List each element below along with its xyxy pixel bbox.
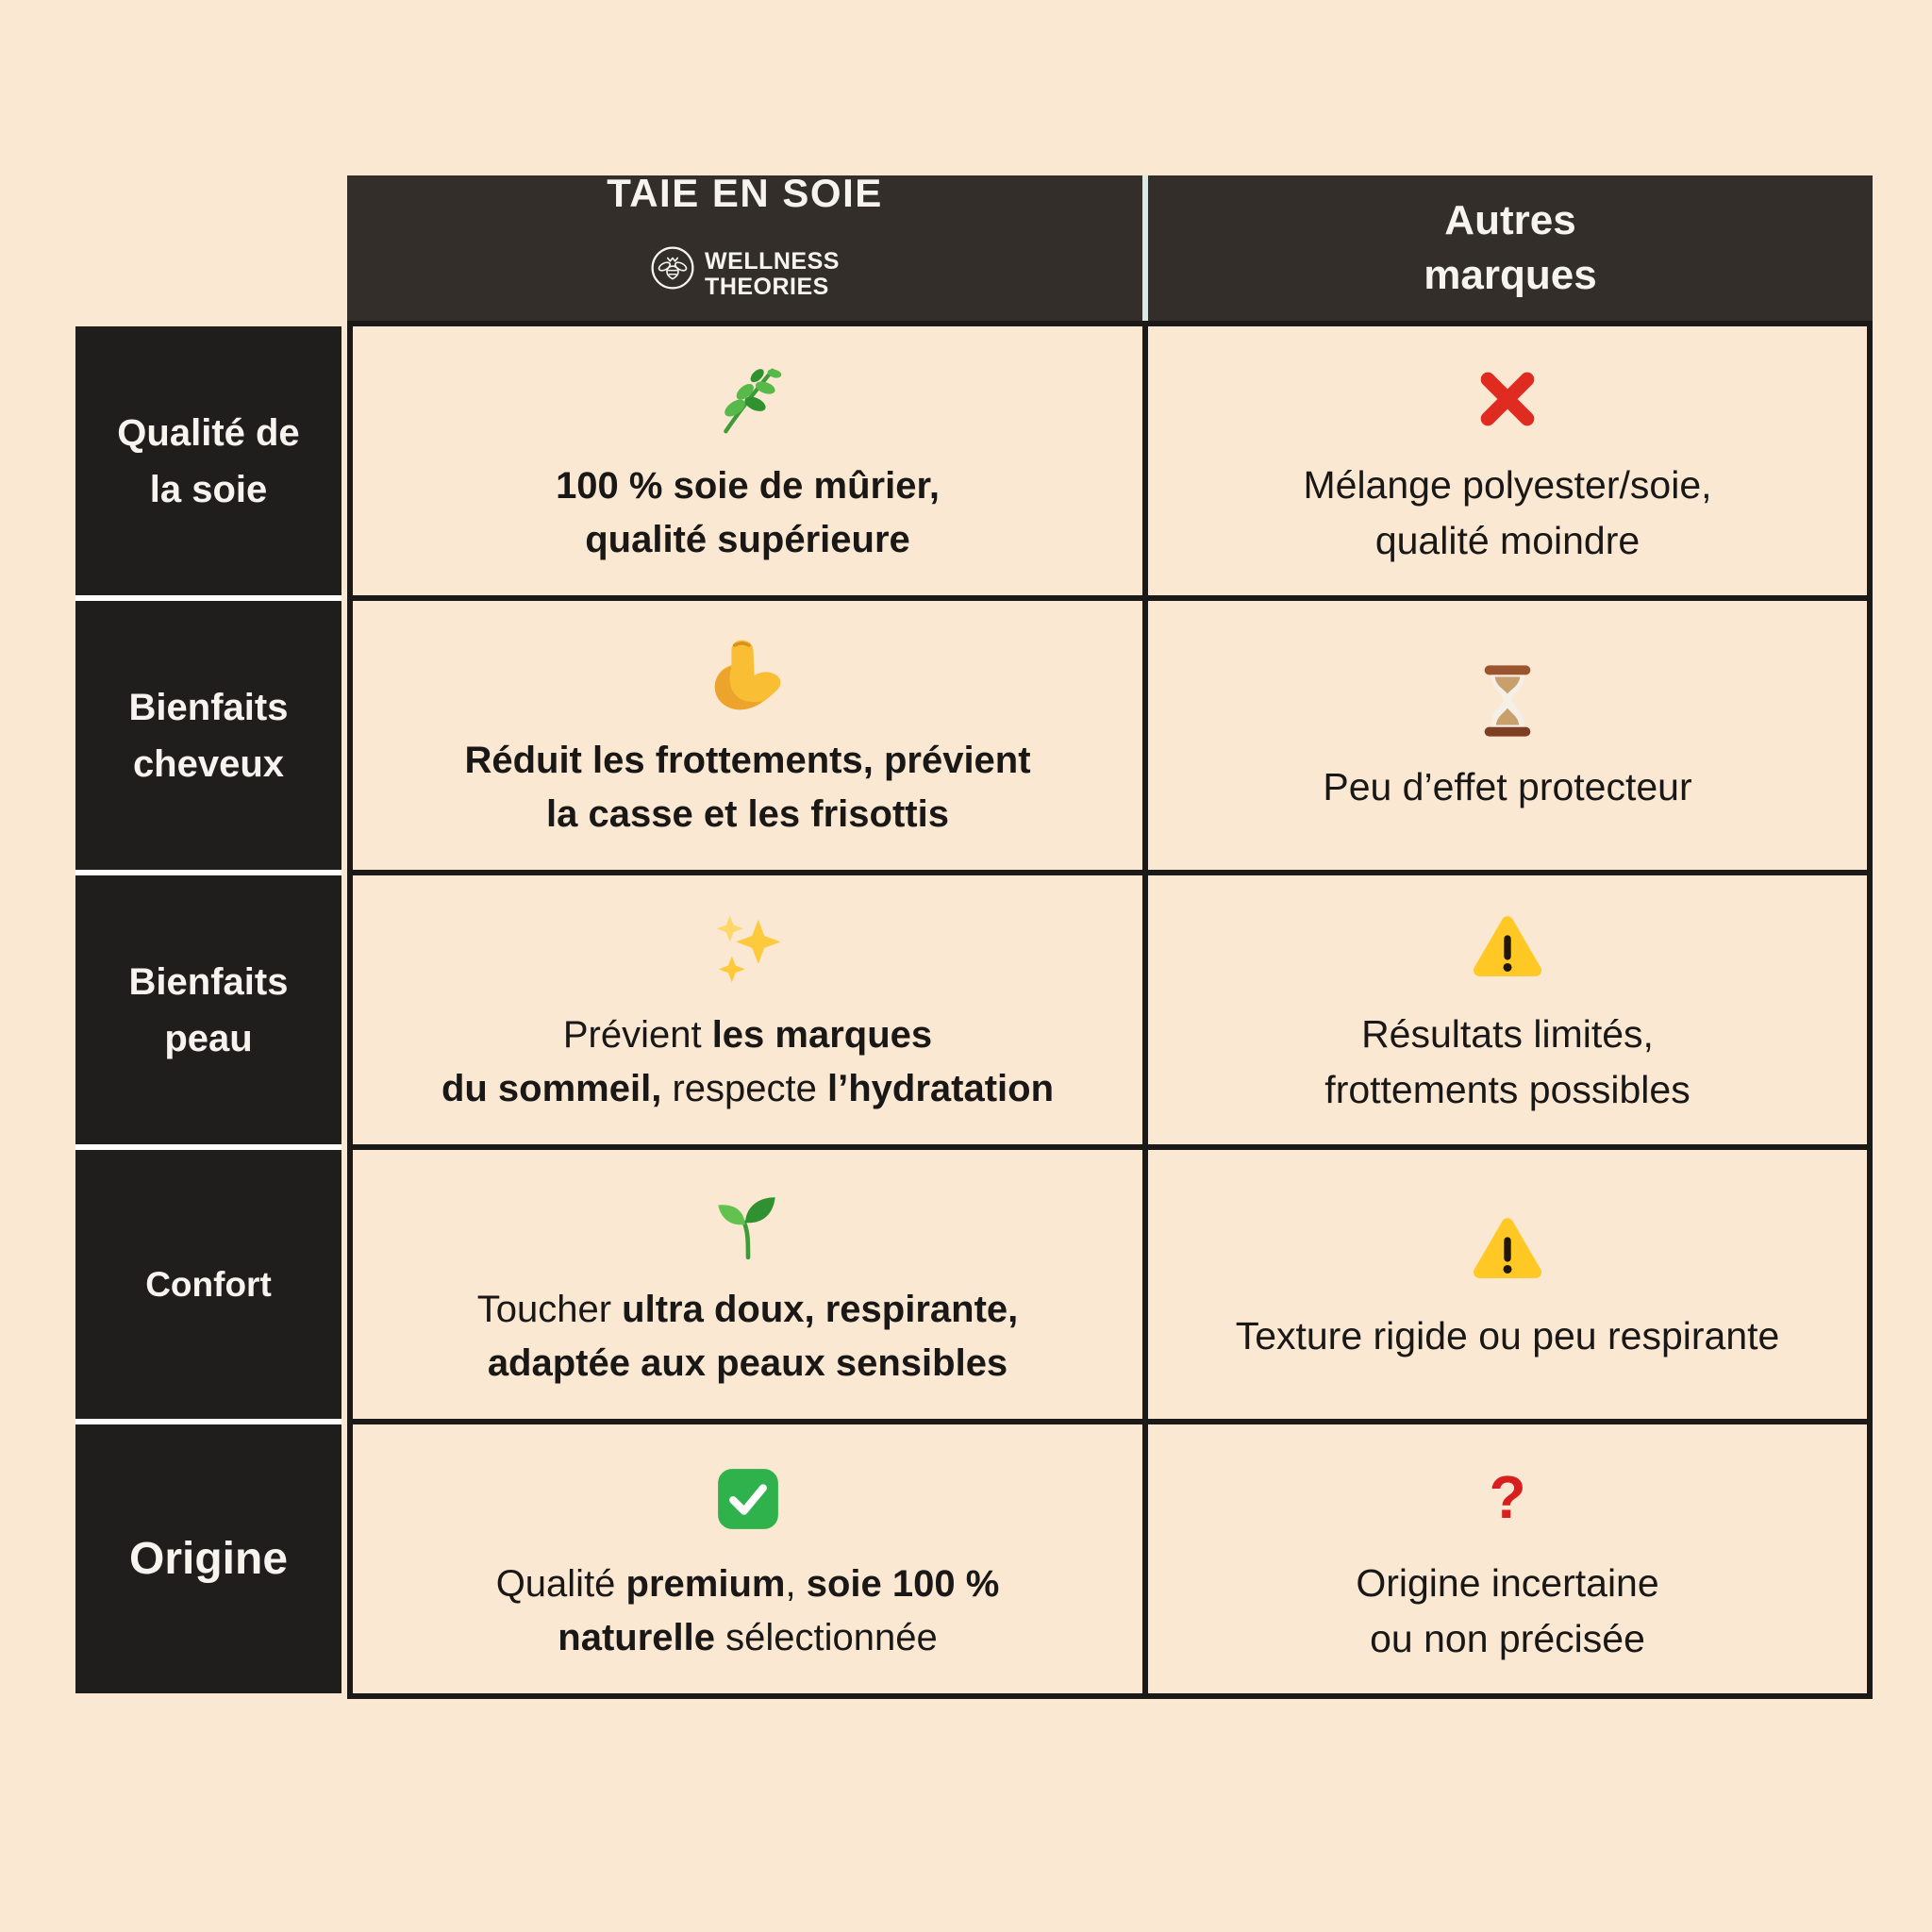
others-cell-row-5: ? Origine incertaine ou non précisée bbox=[1148, 1424, 1867, 1693]
text-segment: Mélange polyester/soie, qualité moindre bbox=[1303, 463, 1712, 562]
text-segment: , bbox=[785, 1562, 807, 1605]
others-cell-text: Texture rigide ou peu respirante bbox=[1236, 1308, 1780, 1363]
text-segment: 100 % soie de mûrier, qualité supérieure bbox=[556, 464, 940, 560]
comparison-grid: 100 % soie de mûrier, qualité supérieure… bbox=[347, 321, 1873, 1699]
header-divider bbox=[1142, 175, 1148, 321]
others-cell-text: Résultats limités, frottements possibles bbox=[1324, 1007, 1690, 1116]
others-title: Autres marques bbox=[1424, 196, 1597, 298]
text-segment: Origine incertaine ou non précisée bbox=[1356, 1561, 1659, 1660]
text-segment: soie 100 % naturelle bbox=[558, 1562, 1000, 1658]
text-segment: Qualité bbox=[495, 1562, 626, 1605]
brand-cell-row-2: Réduit les frottements, prévient la cass… bbox=[353, 601, 1142, 870]
row-label-text: Bienfaits peau bbox=[128, 960, 289, 1059]
text-segment: Texture rigide ou peu respirante bbox=[1235, 1314, 1780, 1358]
others-cell-text: Mélange polyester/soie, qualité moindre bbox=[1303, 458, 1711, 567]
brand-logo: WELLNESS THEORIES bbox=[650, 223, 840, 326]
row-label-text: Qualité de la soie bbox=[117, 411, 300, 510]
brand-cell-text: Réduit les frottements, prévient la cass… bbox=[464, 734, 1030, 841]
text-segment: Réduit les frottements, prévient la cass… bbox=[464, 739, 1031, 835]
warning-icon bbox=[1468, 1205, 1547, 1295]
sparkles-icon bbox=[708, 905, 789, 995]
brand-cell-row-4: Toucher ultra doux, respirante, adaptée … bbox=[353, 1150, 1142, 1419]
others-cell-text: Origine incertaine ou non précisée bbox=[1356, 1556, 1658, 1665]
seedling-icon bbox=[709, 1179, 787, 1270]
text-segment: Peu d’effet protecteur bbox=[1323, 765, 1692, 809]
others-cell-row-4: Texture rigide ou peu respirante bbox=[1148, 1150, 1867, 1419]
row-label-4: Confort bbox=[75, 1150, 341, 1419]
text-segment: les marques du sommeil, bbox=[441, 1013, 933, 1109]
logo-line-2: THEORIES bbox=[705, 273, 829, 300]
row-label-1: Qualité de la soie bbox=[75, 326, 341, 595]
header-others-column: Autres marques bbox=[1148, 175, 1873, 321]
text-segment: sélectionnée bbox=[714, 1616, 938, 1658]
row-label-text: Origine bbox=[128, 1533, 289, 1584]
text-segment: Prévient bbox=[562, 1013, 712, 1056]
bee-logo-icon bbox=[650, 223, 695, 313]
brand-cell-text: Prévient les marques du sommeil, respect… bbox=[441, 1008, 1054, 1116]
others-cell-row-2: Peu d’effet protecteur bbox=[1148, 601, 1867, 870]
logo-line-1: WELLNESS bbox=[705, 248, 840, 275]
text-segment: Résultats limités, frottements possibles bbox=[1324, 1012, 1690, 1111]
header-brand-column: TAIE EN SOIE WELLNESS THEORIES bbox=[347, 171, 1142, 321]
brand-cell-text: 100 % soie de mûrier, qualité supérieure bbox=[556, 459, 940, 567]
text-segment: premium bbox=[625, 1562, 786, 1605]
row-label-2: Bienfaits cheveux bbox=[75, 601, 341, 870]
text-segment: Toucher bbox=[476, 1288, 623, 1330]
text-segment: respecte bbox=[661, 1067, 827, 1109]
text-segment: ultra doux, respirante, adaptée aux peau… bbox=[487, 1288, 1019, 1384]
row-label-5: Origine bbox=[75, 1424, 341, 1693]
others-cell-text: Peu d’effet protecteur bbox=[1323, 759, 1691, 814]
cross-mark-icon bbox=[1473, 354, 1542, 444]
others-cell-row-3: Résultats limités, frottements possibles bbox=[1148, 875, 1867, 1144]
hourglass-icon bbox=[1478, 656, 1537, 746]
brand-product-title: TAIE EN SOIE bbox=[607, 170, 883, 215]
brand-logo-wordmark: WELLNESS THEORIES bbox=[705, 249, 840, 299]
red-question-icon: ? bbox=[1489, 1463, 1526, 1532]
brand-cell-row-5: Qualité premium, soie 100 % naturelle sé… bbox=[353, 1424, 1142, 1693]
brand-cell-row-3: Prévient les marques du sommeil, respect… bbox=[353, 875, 1142, 1144]
brand-cell-text: Toucher ultra doux, respirante, adaptée … bbox=[477, 1283, 1019, 1391]
herb-icon bbox=[708, 356, 789, 446]
flexed-biceps-icon bbox=[707, 630, 790, 721]
brand-cell-text: Qualité premium, soie 100 % naturelle sé… bbox=[496, 1557, 1000, 1665]
check-mark-button-icon bbox=[716, 1454, 780, 1544]
text-segment: l’hydratation bbox=[827, 1067, 1055, 1109]
row-label-3: Bienfaits peau bbox=[75, 875, 341, 1144]
warning-icon bbox=[1468, 903, 1547, 993]
brand-cell-row-1: 100 % soie de mûrier, qualité supérieure bbox=[353, 326, 1142, 595]
row-label-text: Bienfaits cheveux bbox=[128, 686, 289, 785]
others-cell-row-1: Mélange polyester/soie, qualité moindre bbox=[1148, 326, 1867, 595]
row-label-text: Confort bbox=[145, 1264, 272, 1304]
